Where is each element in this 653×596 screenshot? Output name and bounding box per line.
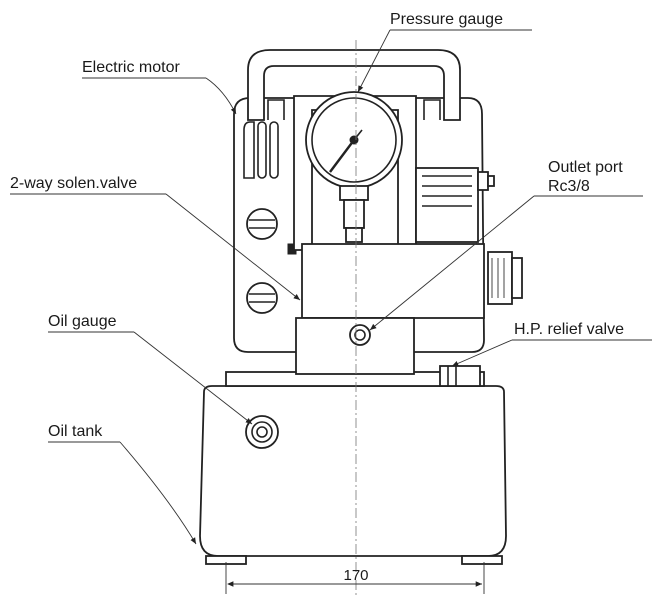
solenoid-valve [301, 243, 523, 319]
callout-electric-motor: Electric motor [82, 59, 237, 115]
outlet-port-label: Outlet port [548, 159, 623, 176]
pressure-gauge-label: Pressure gauge [390, 11, 503, 28]
callout-hp-relief-valve: H.P. relief valve [451, 321, 652, 367]
hp-relief-valve-label: H.P. relief valve [514, 321, 624, 338]
solenoid-valve-label: 2-way solen.valve [10, 175, 137, 192]
callout-outlet-port: Outlet port Rc3/8 [369, 159, 643, 331]
dimension-label: 170 [343, 567, 368, 584]
oil-gauge [245, 415, 279, 449]
callout-solenoid-valve: 2-way solen.valve [10, 175, 301, 301]
oil-tank-label: Oil tank [48, 423, 103, 440]
gauge-bracket [293, 95, 417, 251]
handle [247, 49, 461, 121]
callout-oil-gauge: Oil gauge [48, 313, 253, 425]
manifold-block [295, 317, 415, 375]
callout-pressure-gauge: Pressure gauge [357, 11, 532, 93]
electric-motor-label: Electric motor [82, 59, 180, 76]
dimension-170: 170 [225, 562, 485, 594]
oil-tank [199, 371, 507, 565]
hp-relief-valve [439, 365, 481, 387]
callout-oil-tank: Oil tank [48, 423, 197, 545]
oil-gauge-label: Oil gauge [48, 313, 117, 330]
outlet-port-size-label: Rc3/8 [548, 178, 590, 195]
right-side-fittings [415, 167, 495, 243]
